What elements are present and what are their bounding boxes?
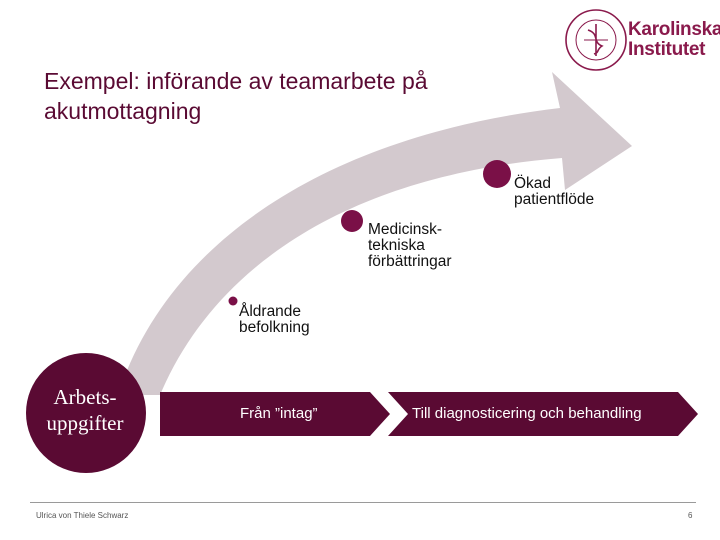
milestone-dot-aldrande xyxy=(228,296,238,306)
milestone-label-okad: Ökad patientflöde xyxy=(514,176,594,208)
milestone-label-aldrande: Åldrande befolkning xyxy=(239,304,310,336)
bar-segment-to xyxy=(388,392,698,436)
slide-title-line-2: akutmottagning xyxy=(44,98,202,124)
logo-line-2: Institutet xyxy=(628,39,706,60)
slide-title-line-1: Exempel: införande av teamarbete på xyxy=(44,68,428,94)
ki-logo: Karolinska Institutet xyxy=(628,20,720,60)
footer-divider xyxy=(30,502,696,503)
circle-label-line-2: uppgifter xyxy=(46,411,124,435)
logo-line-1: Karolinska xyxy=(628,19,720,40)
bar-segment-from xyxy=(160,392,390,436)
milestone-label-line: Åldrande xyxy=(239,303,302,320)
bar-from-label: Från ”intag” xyxy=(240,405,318,422)
milestone-label-line: Medicinsk- xyxy=(368,221,443,238)
milestone-label-medicinsk: Medicinsk- tekniska förbättringar xyxy=(368,222,452,270)
arbetsuppgifter-circle xyxy=(26,353,146,473)
milestone-label-line: patientflöde xyxy=(514,191,595,208)
footer-author: Ulrica von Thiele Schwarz xyxy=(36,511,129,520)
milestone-dot-medicinsk xyxy=(341,210,363,232)
milestone-label-line: befolkning xyxy=(239,319,310,336)
milestone-label-line: förbättringar xyxy=(368,253,452,270)
arbetsuppgifter-label: Arbets- uppgifter xyxy=(26,384,144,436)
milestone-label-line: Ökad xyxy=(514,175,552,192)
slide-title: Exempel: införande av teamarbete på akut… xyxy=(44,66,564,126)
milestone-label-line: tekniska xyxy=(368,237,425,254)
circle-label-line-1: Arbets- xyxy=(53,385,117,409)
curved-arrow-shape xyxy=(118,72,632,395)
page-number: 6 xyxy=(688,511,693,520)
milestone-dot-okad xyxy=(483,160,511,188)
bar-to-label: Till diagnosticering och behandling xyxy=(412,405,642,422)
ki-seal-icon xyxy=(565,9,627,71)
